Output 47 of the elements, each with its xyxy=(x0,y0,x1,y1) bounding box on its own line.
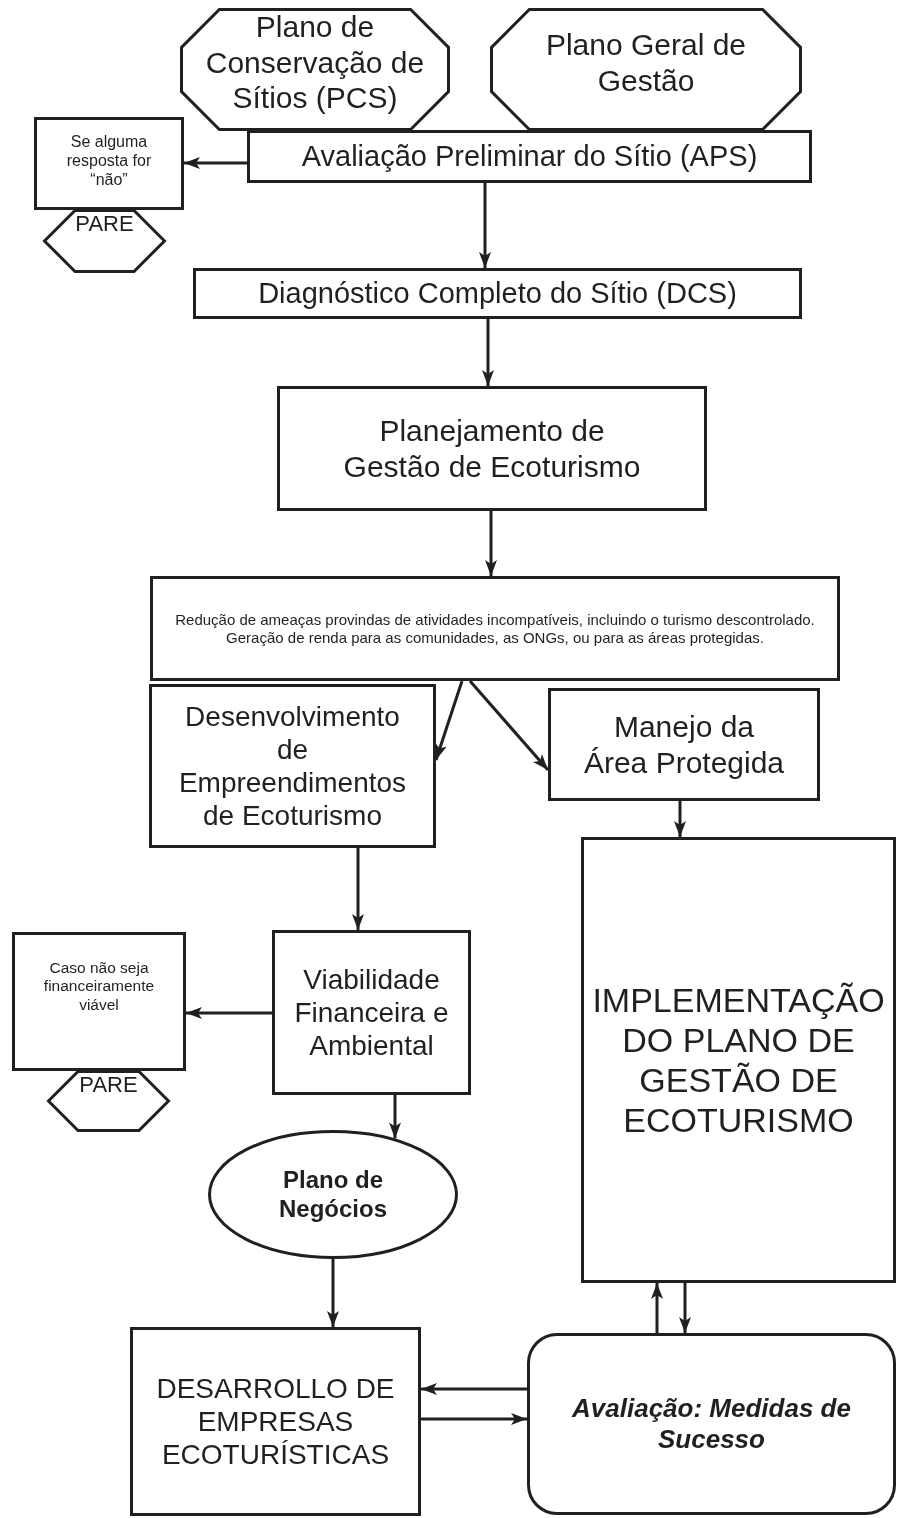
arrow xyxy=(421,1413,527,1425)
node-label: Plano de Conservação de Sítios (PCS) xyxy=(204,9,426,116)
node-label: PARE xyxy=(75,211,134,237)
arrow xyxy=(421,1383,527,1395)
arrow xyxy=(651,1283,663,1333)
arrow xyxy=(434,680,464,761)
node-label: Redução de ameaças provindas de atividades incompatíveis, incluindo o turismo descontrolado. Geração de renda para as comunidades, as ONGs, ou para as áreas protegidas. xyxy=(174,610,816,647)
process-box xyxy=(149,684,436,848)
arrow xyxy=(352,848,364,930)
node-label: Planejamento de Gestão de Ecoturismo xyxy=(342,413,642,484)
arrow xyxy=(186,1007,272,1019)
stop-hexagon xyxy=(43,209,166,273)
process-box xyxy=(130,1327,421,1516)
process-box xyxy=(581,837,896,1283)
process-box xyxy=(277,386,707,511)
node-label: Plano de Negócios xyxy=(278,1166,388,1223)
node-label: Desenvolvimento de Empreendimentos de Ecoturismo xyxy=(177,699,408,833)
node-label: Avaliação: Medidas de Sucesso xyxy=(570,1393,852,1455)
arrow xyxy=(674,801,686,837)
process-box xyxy=(247,130,812,183)
process-box xyxy=(272,930,471,1095)
octagon-shape xyxy=(180,8,450,131)
process-box xyxy=(34,117,184,210)
node-label: DESARROLLO DE EMPRESAS ECOTURÍSTICAS xyxy=(155,1371,396,1472)
node-label: Plano Geral de Gestão xyxy=(544,27,748,98)
arrow xyxy=(479,183,491,268)
process-box xyxy=(150,576,840,681)
node-label: Se alguma resposta for “não” xyxy=(65,133,153,190)
arrow xyxy=(482,319,494,386)
node-label: Avaliação Preliminar do Sítio (APS) xyxy=(301,139,758,174)
arrow xyxy=(485,511,497,576)
arrow xyxy=(389,1095,401,1139)
node-label: Viabilidade Financeira e Ambiental xyxy=(293,962,450,1063)
node-label: Diagnóstico Completo do Sítio (DCS) xyxy=(258,276,737,311)
octagon-shape xyxy=(490,8,802,131)
node-label: Caso não seja financeiramente viável xyxy=(42,959,156,1014)
evaluation-box xyxy=(527,1333,896,1515)
arrow xyxy=(679,1283,691,1333)
arrow xyxy=(468,680,550,771)
node-label: IMPLEMENTAÇÃO DO PLANO DE GESTÃO DE ECOTURISMO xyxy=(592,979,885,1141)
node-label: PARE xyxy=(79,1072,138,1098)
node-label: Manejo da Área Protegida xyxy=(582,709,786,780)
arrow xyxy=(184,157,247,169)
process-box xyxy=(548,688,820,801)
plan-ellipse xyxy=(208,1130,458,1259)
process-box xyxy=(193,268,802,319)
arrow xyxy=(327,1259,339,1327)
